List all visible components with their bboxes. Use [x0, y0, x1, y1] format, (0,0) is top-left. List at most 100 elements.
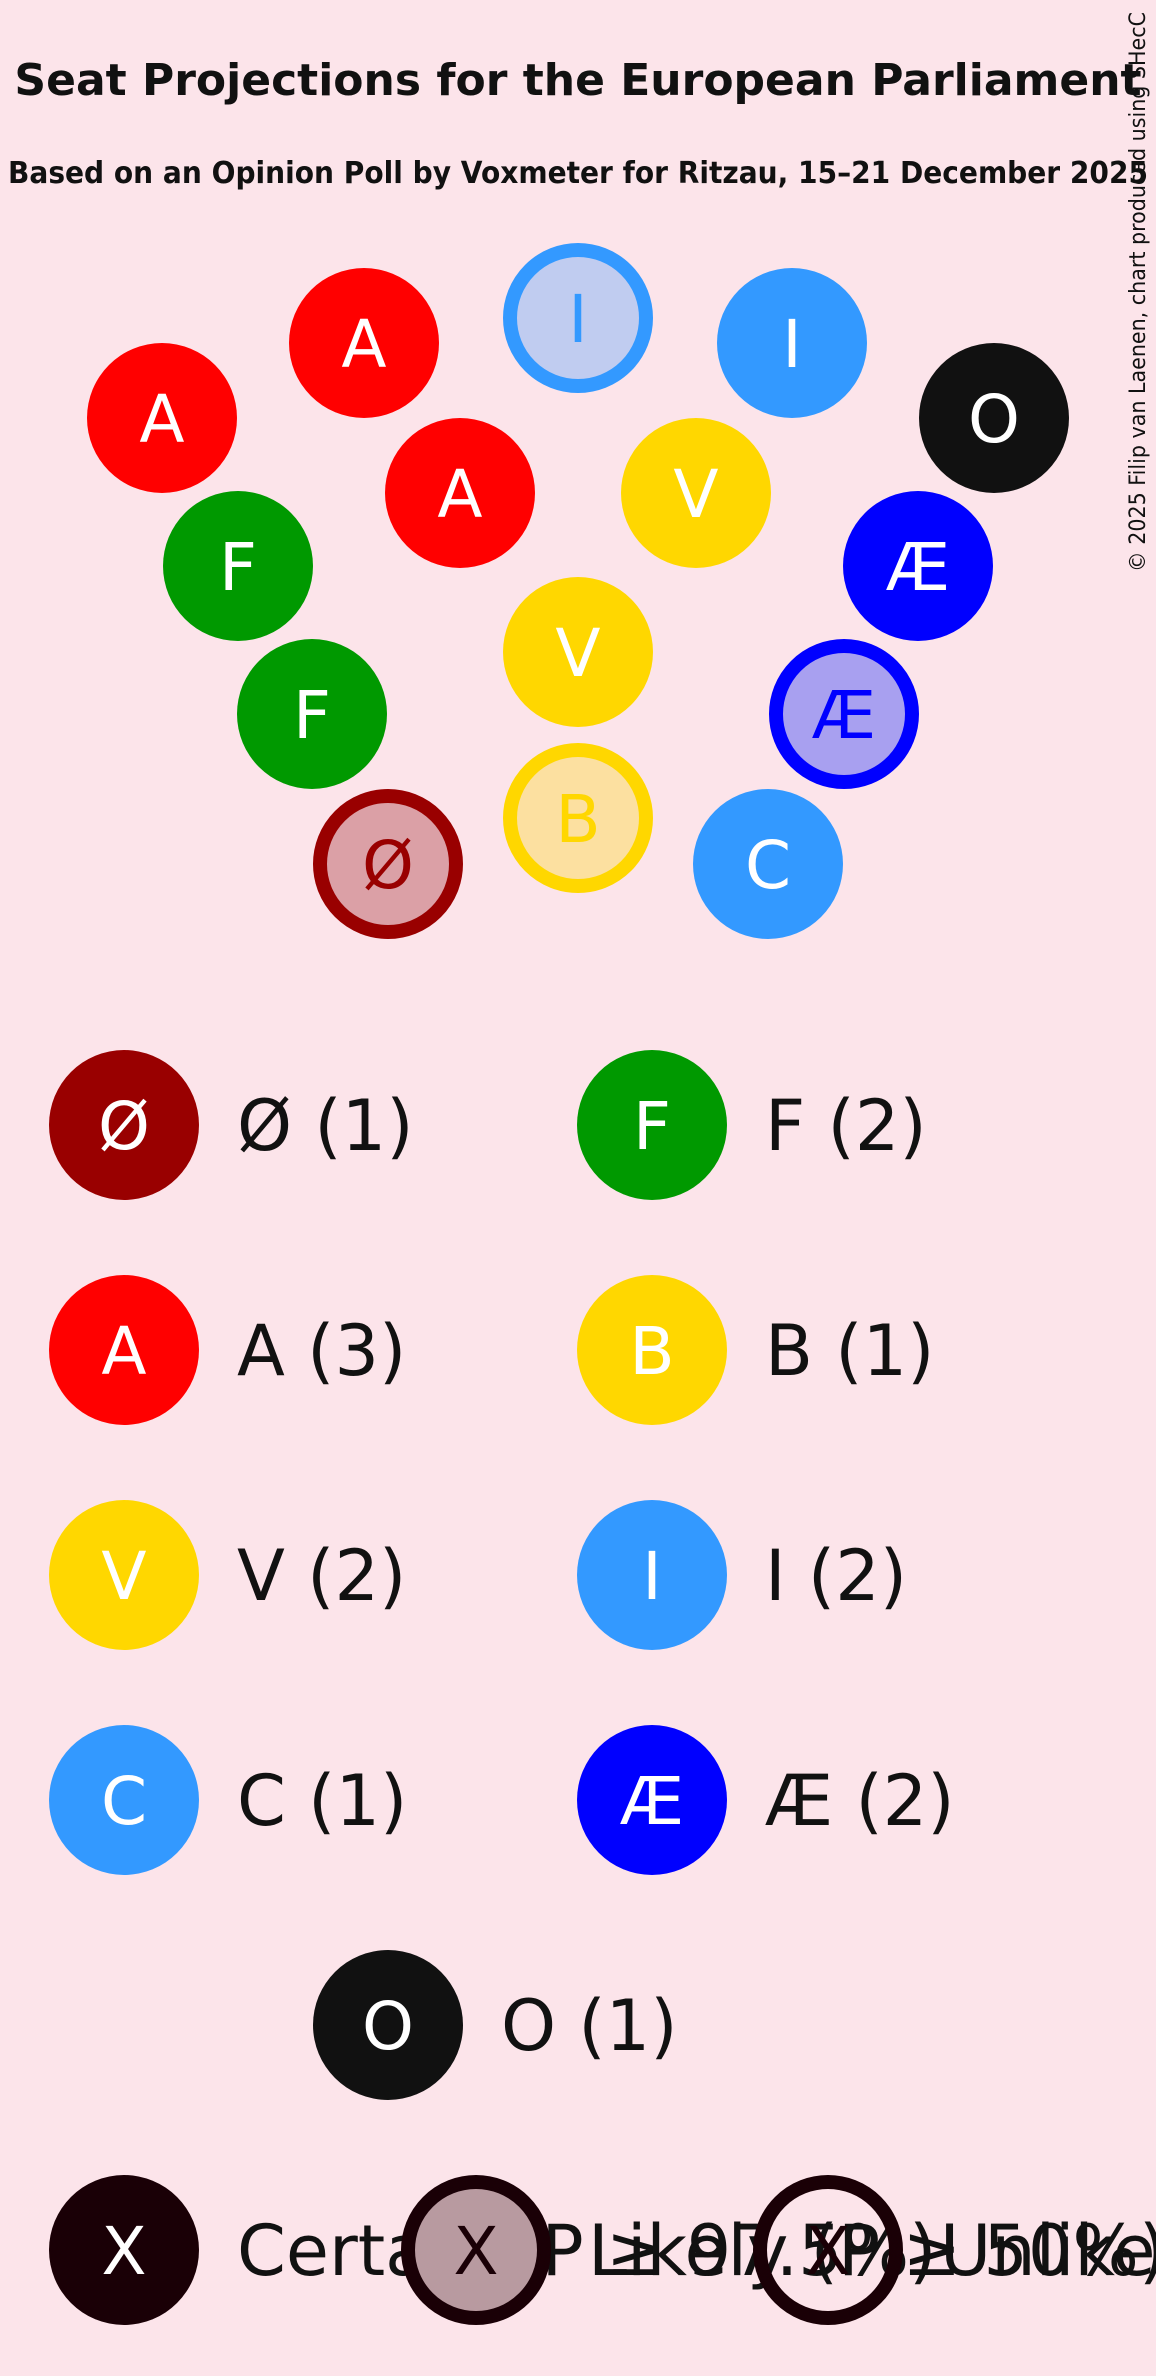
legend-label: A (3)	[237, 1310, 406, 1392]
seat-11: F	[237, 639, 387, 789]
seat-circle	[503, 743, 653, 893]
party-legend: Ø Ø (1) F F (2) A A (3) B B (1) V V (2) I I (2) C C (…	[49, 1050, 955, 2100]
seat-circle	[621, 418, 771, 568]
legend-swatch-letter: B	[629, 1313, 674, 1390]
seat-7: V	[621, 418, 771, 568]
legend-swatch	[577, 1500, 727, 1650]
seat-letter: Æ	[886, 529, 950, 606]
seat-12: Æ	[769, 639, 919, 789]
legend-swatch	[49, 1275, 199, 1425]
legend-swatch-letter: C	[101, 1763, 147, 1840]
legend-item-I: I I (2)	[577, 1500, 907, 1650]
certainty-symbol: X	[453, 2213, 498, 2290]
certainty-swatch	[401, 2175, 551, 2325]
seat-letter: F	[219, 529, 257, 606]
legend-item-O: O O (1)	[313, 1950, 678, 2100]
seat-letter: V	[673, 456, 718, 533]
certainty-swatch	[49, 2175, 199, 2325]
seat-15: C	[693, 789, 843, 939]
seat-letter: I	[568, 281, 587, 358]
legend-swatch	[577, 1725, 727, 1875]
legend-swatch-letter: Ø	[98, 1088, 150, 1165]
legend-item-A: A A (3)	[49, 1275, 406, 1425]
seat-2: A	[289, 268, 439, 418]
seat-8: F	[163, 491, 313, 641]
legend-item-Ø: Ø Ø (1)	[49, 1050, 414, 1200]
seat-5: O	[919, 343, 1069, 493]
seat-circle	[843, 491, 993, 641]
legend-item-B: B B (1)	[577, 1275, 934, 1425]
legend-label: Æ (2)	[765, 1760, 955, 1842]
seat-letter: A	[139, 381, 184, 458]
legend-item-F: F F (2)	[577, 1050, 927, 1200]
seat-3: I	[503, 243, 653, 393]
legend-item-Æ: Æ Æ (2)	[577, 1725, 955, 1875]
legend-swatch-letter: I	[642, 1538, 661, 1615]
seat-circle	[717, 268, 867, 418]
seat-4: I	[717, 268, 867, 418]
legend-swatch	[577, 1050, 727, 1200]
legend-label: V (2)	[237, 1535, 406, 1617]
copyright-note: © 2025 Filip van Laenen, chart produced …	[1126, 12, 1151, 572]
legend-swatch-letter: Æ	[620, 1763, 684, 1840]
seat-letter: A	[437, 456, 482, 533]
legend-swatch-letter: O	[362, 1988, 414, 2065]
certainty-symbol: X	[805, 2213, 850, 2290]
seat-letter: I	[782, 306, 801, 383]
legend-swatch-letter: A	[101, 1313, 146, 1390]
legend-swatch	[313, 1950, 463, 2100]
seat-circle	[503, 577, 653, 727]
seat-circle	[237, 639, 387, 789]
seat-letter: C	[745, 827, 791, 904]
seat-letter: V	[555, 615, 600, 692]
seat-circle	[163, 491, 313, 641]
seat-10: V	[503, 577, 653, 727]
legend-swatch	[49, 1500, 199, 1650]
seat-letter: Æ	[812, 677, 876, 754]
legend-label: I (2)	[765, 1535, 907, 1617]
legend-item-C: C C (1)	[49, 1725, 407, 1875]
seat-circle	[919, 343, 1069, 493]
certainty-label: Likely (P ≥ 50%)	[588, 2210, 1156, 2292]
seat-circle	[385, 418, 535, 568]
seat-letter: A	[341, 306, 386, 383]
legend-swatch-letter: V	[101, 1538, 146, 1615]
seat-circle	[313, 789, 463, 939]
seat-circle	[503, 243, 653, 393]
legend-swatch	[49, 1050, 199, 1200]
legend-swatch	[577, 1275, 727, 1425]
certainty-label: Certain (P ≥ 97.5%)	[237, 2210, 937, 2292]
seat-circle	[87, 343, 237, 493]
seat-letter: O	[968, 381, 1020, 458]
chart-subtitle: Based on an Opinion Poll by Voxmeter for…	[8, 156, 1148, 191]
seat-letter: F	[293, 677, 331, 754]
certainty-label: Unlikely	[940, 2210, 1156, 2292]
certainty-symbol: X	[101, 2213, 146, 2290]
certainty-item-unlikely: X Unlikely	[753, 2175, 1156, 2325]
seat-13: B	[503, 743, 653, 893]
certainty-swatch	[753, 2175, 903, 2325]
seat-6: A	[385, 418, 535, 568]
seat-14: Ø	[313, 789, 463, 939]
seat-circle	[769, 639, 919, 789]
seat-circle	[693, 789, 843, 939]
seat-9: Æ	[843, 491, 993, 641]
legend-item-V: V V (2)	[49, 1500, 406, 1650]
legend-swatch-letter: F	[633, 1088, 671, 1165]
legend-label: B (1)	[765, 1310, 934, 1392]
legend-label: O (1)	[501, 1985, 678, 2067]
seat-letter: Ø	[362, 827, 414, 904]
chart-title: Seat Projections for the European Parlia…	[14, 55, 1141, 106]
legend-label: Ø (1)	[237, 1085, 414, 1167]
seat-1: A	[87, 343, 237, 493]
seat-circle	[289, 268, 439, 418]
legend-label: C (1)	[237, 1760, 407, 1842]
legend-label: F (2)	[765, 1085, 927, 1167]
legend-swatch	[49, 1725, 199, 1875]
seat-letter: B	[555, 781, 600, 858]
